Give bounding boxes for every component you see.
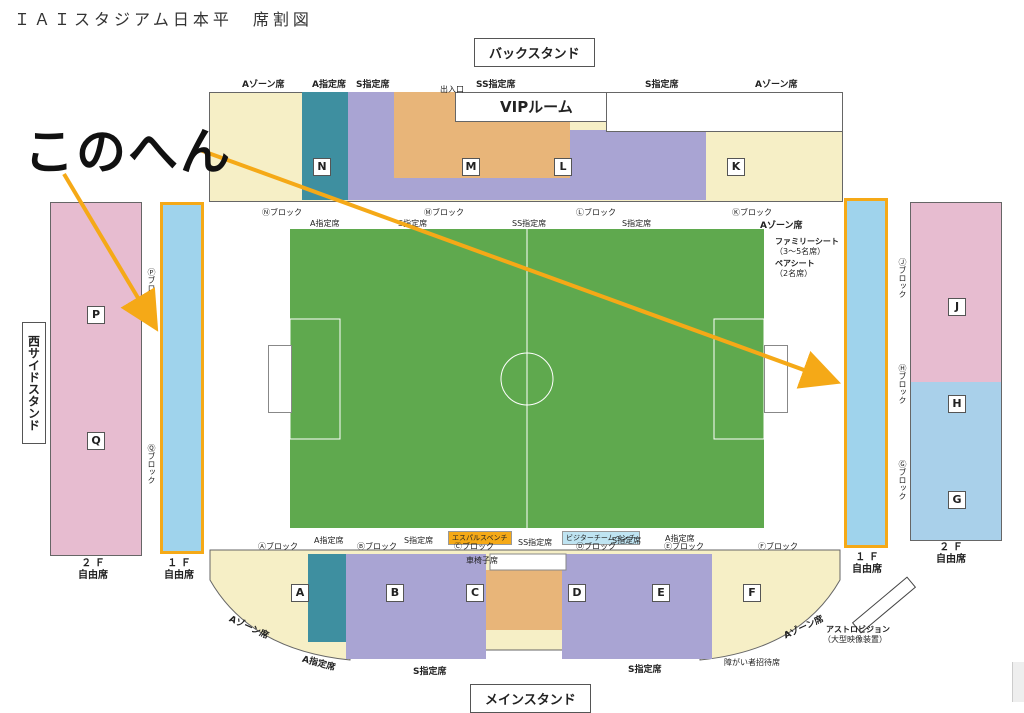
g-block-label: Ⓖブロック: [898, 460, 907, 500]
f-block-label: Ⓕブロック: [758, 542, 798, 551]
bottom-a-reserved-top-2: A指定席: [665, 534, 695, 543]
east-1f-sublabel: 自由席: [852, 564, 882, 575]
main-stand-shape: [209, 549, 841, 661]
page-scrollbar[interactable]: [1012, 662, 1024, 702]
block-p-tag: P: [87, 306, 105, 324]
bottom-s-reserved-label-2: S指定席: [622, 219, 652, 228]
visitor-bench-label: ビジターチームベンチ: [562, 531, 640, 545]
top-a-reserved: A指定席: [312, 80, 346, 90]
pitch-lines: [290, 229, 764, 528]
block-e-tag: E: [652, 584, 670, 602]
top-ss-reserved: SS指定席: [476, 80, 516, 90]
west-2f-floor: ２ Ｆ 自由席: [78, 558, 108, 582]
east-1f-floor: １ Ｆ 自由席: [852, 552, 882, 576]
l-block-label: Ⓛブロック: [576, 208, 616, 217]
bottom-ss-reserved-top: SS指定席: [518, 538, 553, 547]
block-m-tag: M: [462, 158, 480, 176]
east-2f-label: ２ Ｆ: [939, 542, 963, 553]
wheelchair-label: 車椅子席: [466, 556, 498, 565]
west-2f-sublabel: 自由席: [78, 570, 108, 581]
bottom-a-reserved-label: A指定席: [310, 219, 340, 228]
top-s-reserved-2: S指定席: [645, 80, 679, 90]
entrance-label: 出入口: [440, 85, 464, 94]
pitch: [290, 229, 764, 528]
block-k-tag: K: [727, 158, 745, 176]
west-side-stand-label: 西サイドスタンド: [22, 322, 46, 444]
east-1f-free-seat: [844, 198, 888, 548]
block-n-tag: N: [313, 158, 331, 176]
west-2f-stand: [50, 202, 142, 556]
vip-room-label: VIPルーム: [500, 98, 573, 116]
block-q-tag: Q: [87, 432, 105, 450]
vip-room-box: [455, 92, 609, 122]
a-block-label: Ⓐブロック: [258, 542, 298, 551]
b-block-label: Ⓑブロック: [357, 542, 397, 551]
k-block-label: Ⓚブロック: [732, 208, 772, 217]
back-stand-label: バックスタンド: [474, 38, 595, 67]
pair-seat-capacity: （2名席）: [775, 269, 813, 278]
back-lower-s-strip: [394, 178, 706, 200]
family-seat-capacity: （3～5名席）: [775, 247, 826, 256]
east-1f-label: １ Ｆ: [855, 552, 879, 563]
block-g-tag: G: [948, 491, 966, 509]
back-a-reserved-section: [302, 92, 348, 200]
block-f-tag: F: [743, 584, 761, 602]
back-s-reserved-section-1: [348, 92, 394, 200]
annotation-text: このへん: [24, 123, 232, 181]
top-a-zone-right: Aゾーン席: [755, 80, 798, 90]
astrovision-label: アストロビジョン: [826, 625, 890, 634]
m-block-label: Ⓜブロック: [424, 208, 464, 217]
bottom-a-reserved-top: A指定席: [314, 536, 344, 545]
block-h-tag: H: [948, 395, 966, 413]
west-1f-sublabel: 自由席: [164, 570, 194, 581]
bottom-ss-reserved-label: SS指定席: [512, 219, 547, 228]
top-s-reserved-1: S指定席: [356, 80, 390, 90]
bottom-s-reserved-below-1: S指定席: [413, 667, 447, 677]
pair-seat-label: ペアシート: [775, 259, 815, 268]
e-block-label: Ⓔブロック: [664, 542, 704, 551]
block-b-tag: B: [386, 584, 404, 602]
bottom-s-reserved-top-1: S指定席: [404, 536, 434, 545]
goal-left: [268, 345, 292, 413]
west-1f-floor: １ Ｆ 自由席: [164, 558, 194, 582]
block-l-tag: L: [554, 158, 572, 176]
bottom-s-reserved-below-2: S指定席: [628, 665, 662, 675]
east-2f-floor: ２ Ｆ 自由席: [936, 542, 966, 566]
d-block-label: Ⓓブロック: [576, 542, 616, 551]
q-block-label: Ⓠブロック: [147, 444, 156, 484]
family-seat-label: ファミリーシート: [775, 237, 839, 246]
h-block-label: Ⓗブロック: [898, 364, 907, 404]
j-block-label: Ⓙブロック: [898, 258, 907, 298]
west-1f-label: １ Ｆ: [167, 558, 191, 569]
back-upper-right-box: [606, 92, 843, 132]
east-2f-sublabel: 自由席: [936, 554, 966, 565]
esupals-bench-label: エスパルスベンチ: [448, 531, 512, 545]
page-title: ＩＡＩスタジアム日本平 席割図: [14, 10, 313, 29]
west-2f-label: ２ Ｆ: [81, 558, 105, 569]
n-block-label: Ⓝブロック: [262, 208, 302, 217]
west-1f-free-seat: [160, 202, 204, 554]
main-stand-label: メインスタンド: [470, 684, 591, 713]
astrovision-sublabel: （大型映像装置）: [823, 635, 887, 644]
bottom-s-reserved-top-2: S指定席: [612, 536, 642, 545]
accessible-seat-label: 障がい者招待席: [724, 658, 780, 667]
east-2f-pink: [910, 202, 1002, 383]
block-a-tag: A: [291, 584, 309, 602]
block-c-tag: C: [466, 584, 484, 602]
block-j-tag: J: [948, 298, 966, 316]
block-d-tag: D: [568, 584, 586, 602]
bottom-s-reserved-label-1: S指定席: [398, 219, 428, 228]
c-block-label: Ⓒブロック: [454, 542, 494, 551]
top-a-zone-left: Aゾーン席: [242, 80, 285, 90]
bottom-a-zone-label: Aゾーン席: [760, 221, 803, 231]
